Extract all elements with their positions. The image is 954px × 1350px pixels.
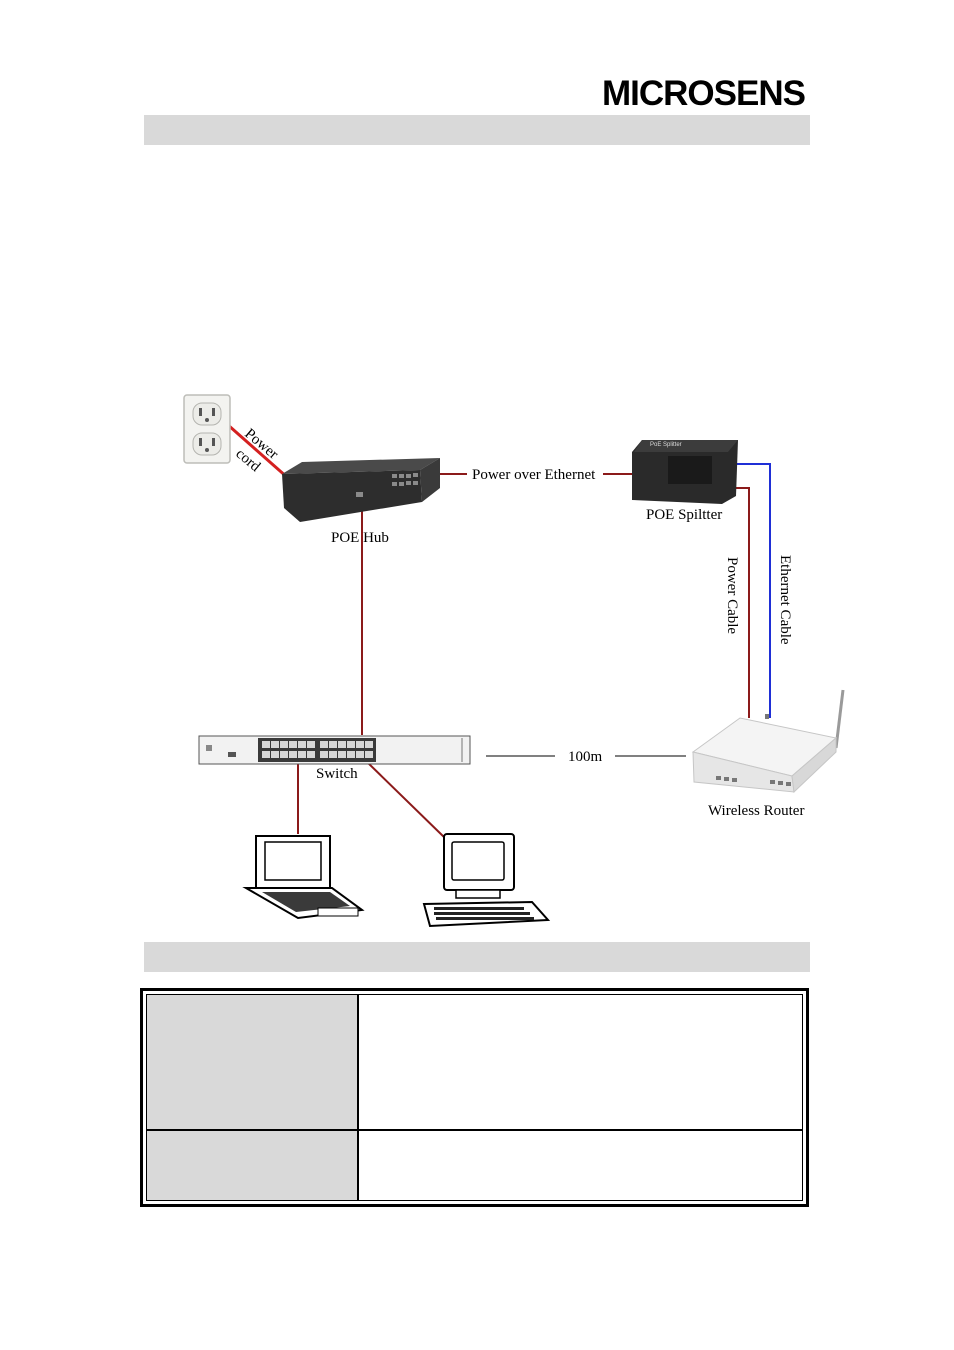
power-cable-line [736,487,750,718]
splitter-face-text: PoE Splitter [650,442,682,448]
switch-label: Switch [316,766,358,782]
power-cable-label: Power Cable [724,557,740,634]
table-row [147,995,802,1131]
spec-table-inner [146,994,803,1201]
table-cell-label [147,1131,359,1200]
ethernet-cable-label: Ethernet Cable [777,555,793,645]
section-header-band [144,942,810,972]
switch-desktop-line [364,759,446,839]
distance-label: 100m [568,749,603,765]
poe-hub-label: POE Hub [331,530,389,546]
switch-icon [198,735,471,765]
power-cord-line [227,423,289,480]
wall-outlet-icon [183,394,231,464]
laptop-icon [242,835,365,920]
desktop-computer-icon [422,833,551,928]
section-header-band [144,115,810,145]
table-row [147,1131,802,1200]
microsens-logo: MICROSENS [602,74,806,113]
poe-splitter-label: POE Spiltter [646,507,722,523]
power-over-ethernet-label: Power over Ethernet [472,467,596,483]
table-cell-value [359,1131,802,1200]
spec-table [140,988,809,1207]
wireless-router-icon [691,689,845,794]
table-cell-label [147,995,359,1129]
table-cell-value [359,995,802,1129]
poe-hub-icon [282,458,440,522]
wireless-router-label: Wireless Router [708,803,804,819]
ethernet-cable-line [736,463,771,718]
poe-splitter-icon: PoE Splitter [632,440,738,504]
